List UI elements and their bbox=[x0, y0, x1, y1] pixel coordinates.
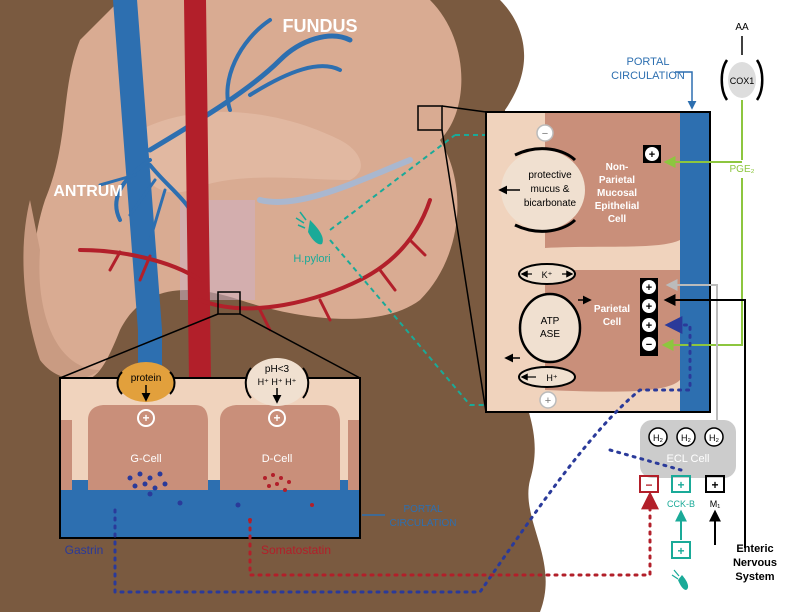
hpylori-plus-parietal: + bbox=[545, 395, 551, 407]
nonparietal-label-4: Epithelial bbox=[595, 201, 640, 212]
enteric-label-2: Nervous bbox=[733, 557, 777, 569]
fundus-label: FUNDUS bbox=[283, 16, 358, 36]
gcell-label: G-Cell bbox=[130, 453, 161, 465]
h-ions-label: H⁺ H⁺ H⁺ bbox=[258, 377, 297, 387]
parietal-plus-2: + bbox=[646, 301, 652, 313]
fundus-zoom-box bbox=[417, 105, 443, 131]
portal-bottom-label-2: CIRCULATION bbox=[389, 518, 456, 529]
ecl-minus: − bbox=[645, 478, 652, 492]
atpase-label-1: ATP bbox=[541, 316, 560, 327]
dcell-plus: + bbox=[273, 411, 280, 425]
ecl-cell: H₂ H₂ H₂ ECL Cell bbox=[640, 420, 736, 478]
antrum-label: ANTRUM bbox=[53, 183, 122, 200]
hpylori-to-nonparietal-line bbox=[329, 134, 456, 231]
somatostatin-path bbox=[248, 491, 659, 577]
cckb-plus: + bbox=[677, 544, 684, 558]
fundus-zoom-line-1 bbox=[441, 105, 487, 113]
antrum-zoom-line-1 bbox=[59, 313, 219, 379]
antrum-zoom-line-2 bbox=[239, 313, 361, 379]
portal-top-label-1: PORTAL bbox=[627, 56, 670, 68]
ph-label: pH<3 bbox=[265, 364, 290, 375]
antrum-zoom-box bbox=[217, 291, 241, 315]
nonparietal-label-1: Non- bbox=[606, 162, 629, 173]
gastrin-label: Gastrin bbox=[65, 543, 104, 557]
mucus-label-1: protective bbox=[528, 170, 572, 181]
gastrin-path bbox=[113, 316, 692, 594]
gcell-plus: + bbox=[142, 411, 149, 425]
parietal-plus-3: + bbox=[646, 320, 652, 332]
protein-label: protein bbox=[131, 373, 162, 384]
h2-label-2: H₂ bbox=[681, 433, 691, 443]
dcell-label: D-Cell bbox=[262, 453, 293, 465]
gastrin-granules bbox=[127, 471, 241, 508]
pge2-label: PGE₂ bbox=[730, 164, 755, 175]
k-ion-label: K⁺ bbox=[542, 270, 553, 280]
h2-label-1: H₂ bbox=[653, 433, 663, 443]
fundus-zoom-line-2 bbox=[441, 129, 487, 413]
cckb-label: CCK-B bbox=[667, 499, 695, 509]
enteric-label-1: Enteric bbox=[736, 543, 773, 555]
hpylori-icon bbox=[295, 211, 323, 245]
nonparietal-label-3: Mucosal bbox=[597, 188, 637, 199]
parietal-receptors: + + + − bbox=[640, 278, 658, 356]
ecl-label: ECL Cell bbox=[667, 453, 710, 465]
hpylori-minus-mucus: − bbox=[542, 128, 548, 140]
portal-bottom-label-1: PORTAL bbox=[403, 504, 443, 515]
enteric-to-parietal-arrow bbox=[663, 294, 746, 548]
m1-label: M₁ bbox=[710, 499, 721, 509]
hpylori-label: H.pylori bbox=[293, 253, 330, 265]
enteric-label-3: System bbox=[735, 571, 774, 583]
nonparietal-plus: + bbox=[649, 149, 655, 161]
portal-top-arrow bbox=[675, 71, 697, 110]
h2-label-3: H₂ bbox=[709, 433, 719, 443]
h-ion-label: H⁺ bbox=[546, 373, 557, 383]
nonparietal-label-5: Cell bbox=[608, 214, 627, 225]
somatostatin-granules bbox=[248, 473, 314, 522]
nonparietal-label-2: Parietal bbox=[599, 175, 635, 186]
parietal-label-1: Parietal bbox=[594, 304, 630, 315]
ecl-plus-m1: + bbox=[711, 478, 718, 492]
cox1-label: COX1 bbox=[730, 76, 755, 86]
mucus-label-3: bicarbonate bbox=[524, 198, 577, 209]
somatostatin-label: Somatostatin bbox=[261, 543, 331, 557]
mucus-label-2: mucus & bbox=[531, 184, 570, 195]
antrum-panel: protein + pH<3 H⁺ H⁺ H⁺ + G-Cell D-Cell bbox=[59, 358, 361, 539]
parietal-minus: − bbox=[646, 339, 652, 351]
hpylori-small-icon bbox=[671, 569, 689, 590]
fundus-panel: protective mucus & bicarbonate Non- Pari… bbox=[485, 111, 711, 413]
portal-top-label-2: CIRCULATION bbox=[611, 70, 685, 82]
ecl-plus-cckb: + bbox=[677, 478, 684, 492]
parietal-label-2: Cell bbox=[603, 317, 622, 328]
atpase-label-2: ASE bbox=[540, 329, 560, 340]
histamine-to-parietal-arrow bbox=[665, 279, 718, 420]
parietal-plus-1: + bbox=[646, 282, 652, 294]
aa-label: AA bbox=[735, 22, 749, 33]
artery bbox=[78, 0, 432, 391]
